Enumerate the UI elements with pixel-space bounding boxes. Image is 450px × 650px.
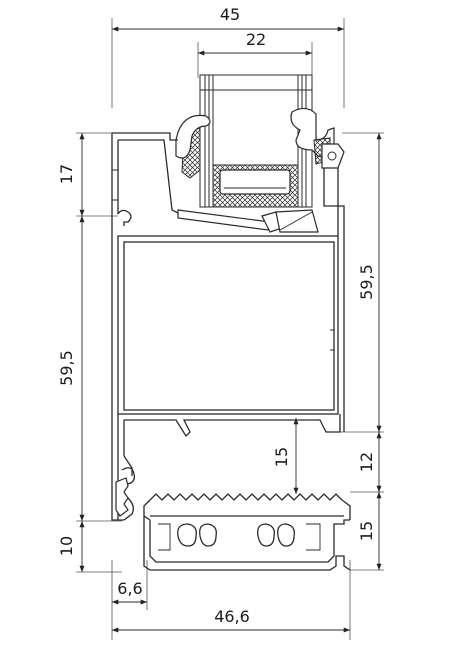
label-top-glass: 22 (246, 30, 266, 49)
frame-main-chamber-outer (117, 235, 339, 415)
screw-channel-3-bottom (257, 535, 275, 547)
label-right-lower: 15 (357, 521, 376, 541)
frame-lower-curve (123, 455, 133, 476)
frame-profile (111, 132, 345, 521)
label-inner-gap: 15 (272, 447, 291, 467)
dimension-labels: 45 22 17 59,5 10 6,6 46,6 59,5 12 15 15 (57, 5, 376, 626)
label-right-upper: 59,5 (357, 264, 376, 300)
wedge-diagonal (279, 211, 313, 231)
frame-upper-chamber (118, 139, 181, 215)
threshold-profile (143, 493, 351, 571)
gaskets (175, 107, 345, 179)
frame-main-chamber-inner (123, 241, 335, 411)
frame-tick-marks (112, 169, 118, 201)
frame-lower-top (124, 414, 341, 438)
threshold-inner-rib-left (158, 523, 171, 551)
label-top-overall: 45 (220, 5, 240, 24)
chamber-notch (330, 329, 335, 351)
screw-channel-2-top (199, 523, 217, 537)
frame-left-wall (111, 133, 124, 521)
threshold-inner-rib-right (306, 523, 321, 551)
glass-spacer-bar (219, 169, 291, 195)
right-clip-hole (327, 151, 337, 161)
frame-top-left (112, 132, 178, 141)
label-right-middle: 12 (357, 452, 376, 472)
threshold-body-inner (149, 519, 350, 563)
label-bottom-overall: 46,6 (214, 607, 250, 626)
glazing-shelf (177, 209, 271, 231)
threshold-body-outline (143, 516, 351, 571)
threshold-right-edge (341, 499, 351, 520)
glazing-unit (199, 74, 313, 208)
label-left-lower: 10 (57, 536, 76, 556)
label-bottom-small: 6,6 (117, 579, 142, 598)
screw-channel-4-top (277, 523, 295, 537)
threshold-serration (149, 493, 343, 501)
screw-channel-1-top (177, 523, 197, 537)
screw-channel-1-bottom (177, 535, 197, 547)
screw-channel-3-top (257, 523, 275, 537)
dimension-lines (76, 18, 384, 640)
frame-lower-clip (123, 497, 134, 521)
label-left-upper: 17 (57, 164, 76, 184)
screw-channel-2-bottom (199, 535, 217, 547)
frame-right-wall (323, 168, 345, 432)
frame-left-hook (117, 209, 132, 226)
lower-left-seal (115, 477, 129, 517)
screw-channel-4-bottom (277, 535, 295, 547)
left-glazing-gasket (175, 114, 211, 159)
threshold-left-edge (143, 499, 151, 521)
frame-lower-hook (121, 467, 136, 485)
label-left-middle: 59,5 (57, 350, 76, 386)
